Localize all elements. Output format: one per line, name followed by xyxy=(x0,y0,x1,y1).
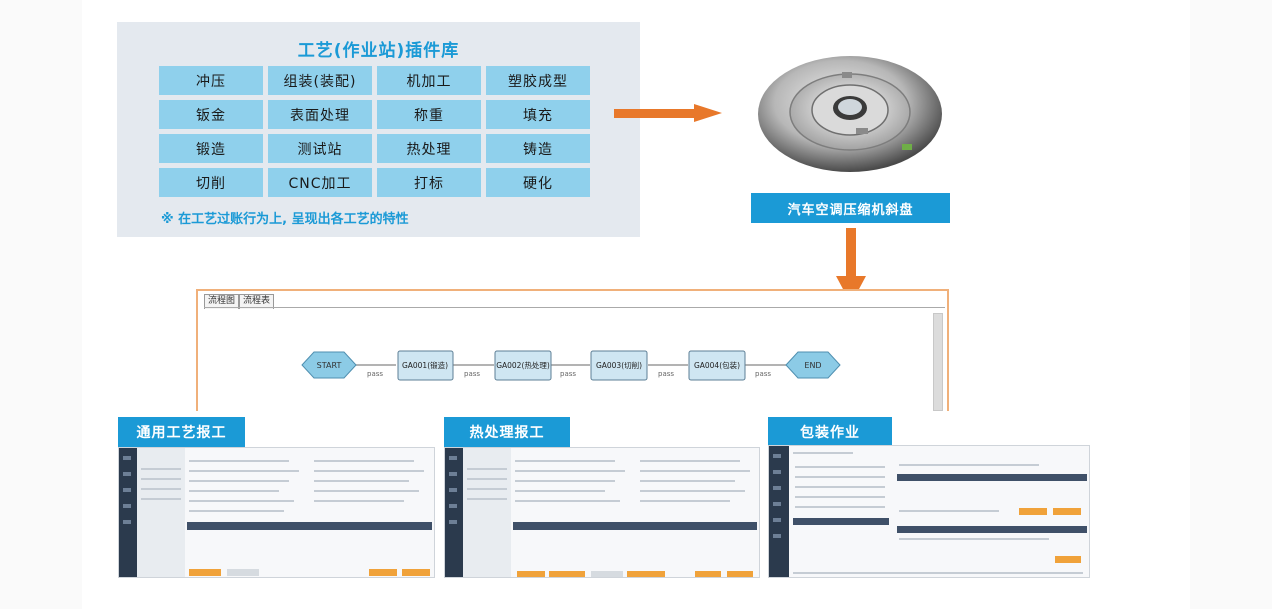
table-header xyxy=(897,526,1087,533)
plugin-item[interactable]: 热处理 xyxy=(377,134,481,163)
connector-label: pass xyxy=(658,370,674,378)
plugin-library-panel: 工艺(作业站)插件库 冲压 组装(装配) 机加工 塑胶成型 钣金 表面处理 称重… xyxy=(117,22,640,237)
grey-button[interactable] xyxy=(591,571,623,577)
screen-label: 通用工艺报工 xyxy=(118,417,245,447)
step-node[interactable]: GA001(锻造) xyxy=(397,350,454,381)
plugin-item[interactable]: 表面处理 xyxy=(268,100,372,129)
plugin-library-note: ※ 在工艺过账行为上, 呈现出各工艺的特性 xyxy=(161,212,409,227)
connector-label: pass xyxy=(464,370,480,378)
screen-label: 包装作业 xyxy=(768,417,892,447)
step-node-label: GA002(热处理) xyxy=(496,360,550,370)
plugin-item[interactable]: 填充 xyxy=(486,100,590,129)
plugin-item[interactable]: 冲压 xyxy=(159,66,263,95)
orange-button[interactable] xyxy=(695,571,721,577)
grey-button[interactable] xyxy=(227,569,259,576)
table-header xyxy=(187,522,432,530)
tab-flow-table[interactable]: 流程表 xyxy=(239,294,275,309)
tab-divider xyxy=(204,307,945,308)
product-caption: 汽车空调压缩机斜盘 xyxy=(751,193,950,223)
screen-label: 热处理报工 xyxy=(444,417,570,447)
plugin-grid: 冲压 组装(装配) 机加工 塑胶成型 钣金 表面处理 称重 填充 锻造 测试站 … xyxy=(159,66,593,197)
end-node[interactable]: END xyxy=(785,351,841,379)
orange-button[interactable] xyxy=(1019,508,1047,515)
step-node[interactable]: GA004(包装) xyxy=(688,350,746,381)
step-node-label: GA003(切削) xyxy=(596,360,642,370)
step-node[interactable]: GA002(热处理) xyxy=(494,350,552,381)
orange-button[interactable] xyxy=(549,571,585,577)
start-node-label: START xyxy=(317,361,342,370)
plugin-item[interactable]: CNC加工 xyxy=(268,168,372,197)
flow-tab-bar: 流程图 流程表 xyxy=(204,294,275,309)
flow-editor: 流程图 流程表 pass pass pass pass pass ST xyxy=(196,289,949,411)
plugin-item[interactable]: 称重 xyxy=(377,100,481,129)
plugin-item[interactable]: 铸造 xyxy=(486,134,590,163)
packaging-screenshot xyxy=(768,445,1090,578)
general-report-screenshot xyxy=(118,447,435,578)
connector-label: pass xyxy=(367,370,383,378)
table-header xyxy=(513,522,757,530)
plugin-item[interactable]: 硬化 xyxy=(486,168,590,197)
step-node-label: GA004(包装) xyxy=(694,360,740,370)
orange-button[interactable] xyxy=(402,569,430,576)
orange-button[interactable] xyxy=(727,571,753,577)
swash-plate-photo xyxy=(758,56,942,172)
orange-button[interactable] xyxy=(369,569,397,576)
orange-button[interactable] xyxy=(627,571,665,577)
plugin-item[interactable]: 机加工 xyxy=(377,66,481,95)
arrow-right-icon xyxy=(614,104,722,122)
app-sidebar xyxy=(769,446,789,577)
page-edge-right xyxy=(1190,0,1272,609)
step-node[interactable]: GA003(切削) xyxy=(590,350,648,381)
heat-treatment-screenshot xyxy=(444,447,760,578)
plugin-item[interactable]: 切削 xyxy=(159,168,263,197)
table-header xyxy=(897,474,1087,481)
page-edge-left xyxy=(0,0,82,609)
plugin-item[interactable]: 组装(装配) xyxy=(268,66,372,95)
connector-label: pass xyxy=(560,370,576,378)
orange-button[interactable] xyxy=(1055,556,1081,563)
end-node-label: END xyxy=(804,361,821,370)
flow-scrollbar[interactable] xyxy=(933,313,943,411)
orange-button[interactable] xyxy=(1053,508,1081,515)
plugin-library-title: 工艺(作业站)插件库 xyxy=(297,41,460,61)
tab-flow-chart[interactable]: 流程图 xyxy=(204,294,240,309)
step-node-label: GA001(锻造) xyxy=(402,360,448,370)
flow-diagram: pass pass pass pass pass START GA001(锻造)… xyxy=(301,350,841,381)
plugin-item[interactable]: 钣金 xyxy=(159,100,263,129)
orange-button[interactable] xyxy=(189,569,221,576)
orange-button[interactable] xyxy=(517,571,545,577)
plugin-item[interactable]: 锻造 xyxy=(159,134,263,163)
plugin-item[interactable]: 塑胶成型 xyxy=(486,66,590,95)
app-sidebar xyxy=(445,448,463,577)
app-sidebar xyxy=(119,448,137,577)
plugin-item[interactable]: 打标 xyxy=(377,168,481,197)
start-node[interactable]: START xyxy=(301,351,357,379)
connector-label: pass xyxy=(755,370,771,378)
plugin-item[interactable]: 测试站 xyxy=(268,134,372,163)
table-header xyxy=(793,518,889,525)
